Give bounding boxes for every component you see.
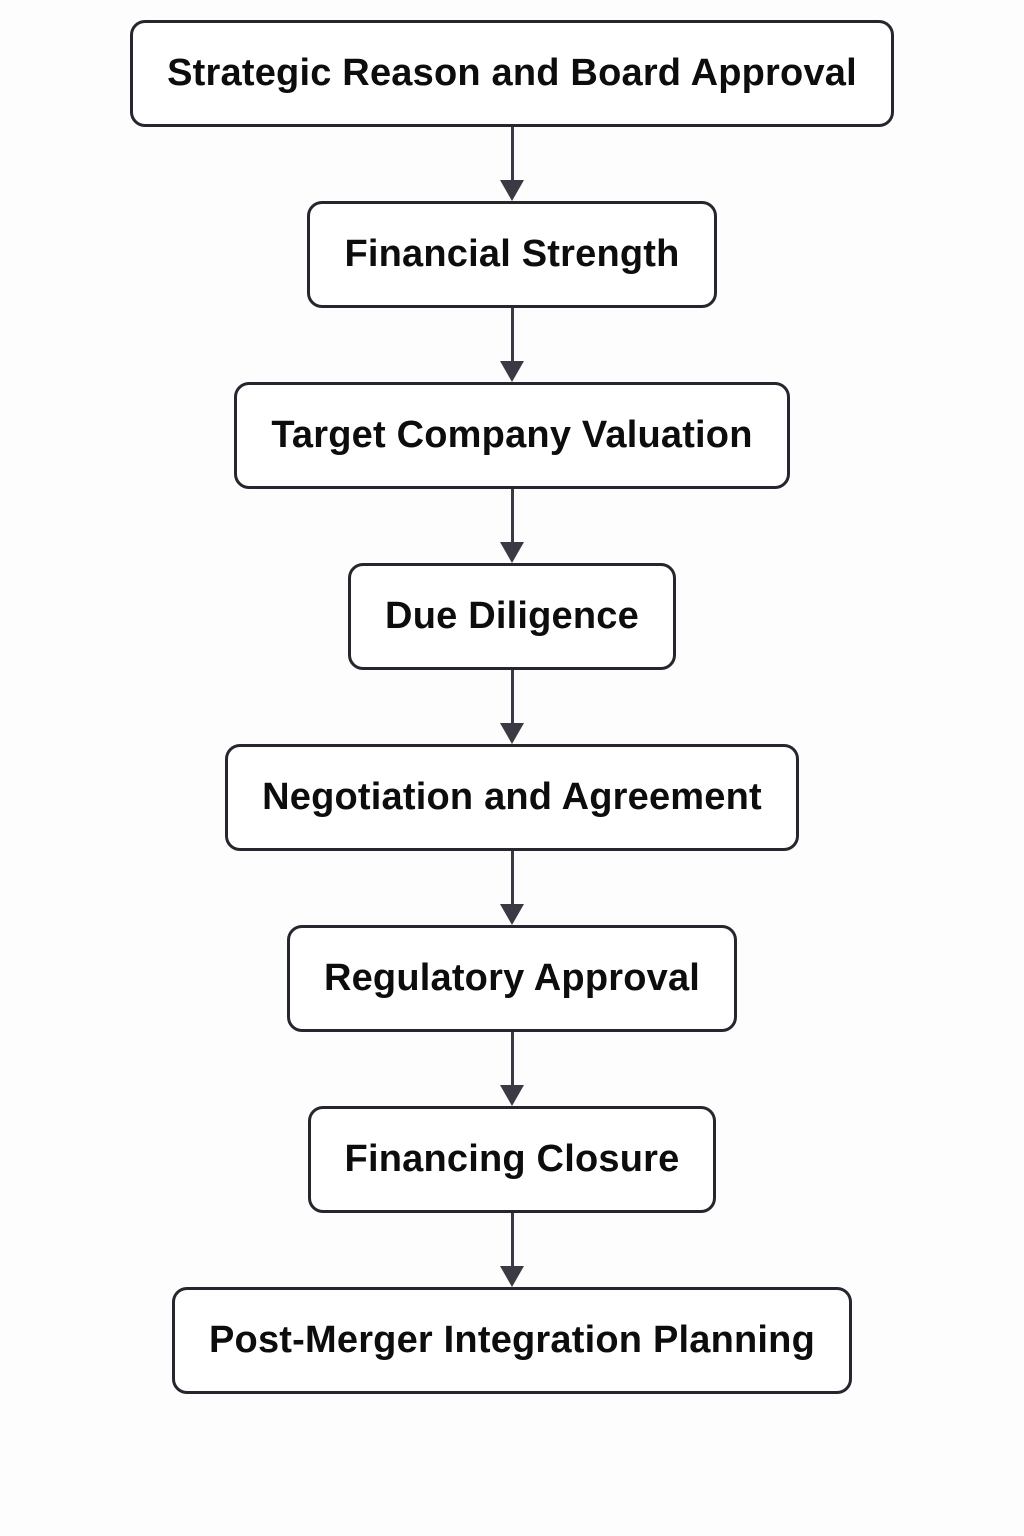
- arrow-head: [500, 904, 524, 925]
- arrow-shaft: [510, 127, 514, 180]
- arrow-head: [500, 361, 524, 382]
- arrow-head: [500, 1266, 524, 1287]
- node-due-diligence: Due Diligence: [348, 563, 676, 670]
- node-target-company-valuation: Target Company Valuation: [234, 382, 790, 489]
- arrow-head: [500, 542, 524, 563]
- arrow-down-icon: [500, 308, 524, 382]
- arrow-down-icon: [500, 127, 524, 201]
- arrow-down-icon: [500, 489, 524, 563]
- node-regulatory-approval: Regulatory Approval: [286, 925, 738, 1032]
- node-negotiation-and-agreement: Negotiation and Agreement: [225, 744, 799, 851]
- arrow-down-icon: [500, 670, 524, 744]
- arrow-shaft: [510, 489, 514, 542]
- node-post-merger-integration-planning: Post-Merger Integration Planning: [172, 1287, 852, 1394]
- node-strategic-reason-and-board-approval: Strategic Reason and Board Approval: [130, 20, 894, 127]
- arrow-down-icon: [500, 851, 524, 925]
- arrow-shaft: [510, 308, 514, 361]
- arrow-head: [500, 723, 524, 744]
- arrow-down-icon: [500, 1213, 524, 1287]
- node-financial-strength: Financial Strength: [307, 201, 717, 308]
- node-financing-closure: Financing Closure: [307, 1106, 717, 1213]
- arrow-shaft: [510, 1213, 514, 1266]
- arrow-shaft: [510, 670, 514, 723]
- arrow-shaft: [510, 1032, 514, 1085]
- arrow-head: [500, 180, 524, 201]
- arrow-down-icon: [500, 1032, 524, 1106]
- arrow-shaft: [510, 851, 514, 904]
- arrow-head: [500, 1085, 524, 1106]
